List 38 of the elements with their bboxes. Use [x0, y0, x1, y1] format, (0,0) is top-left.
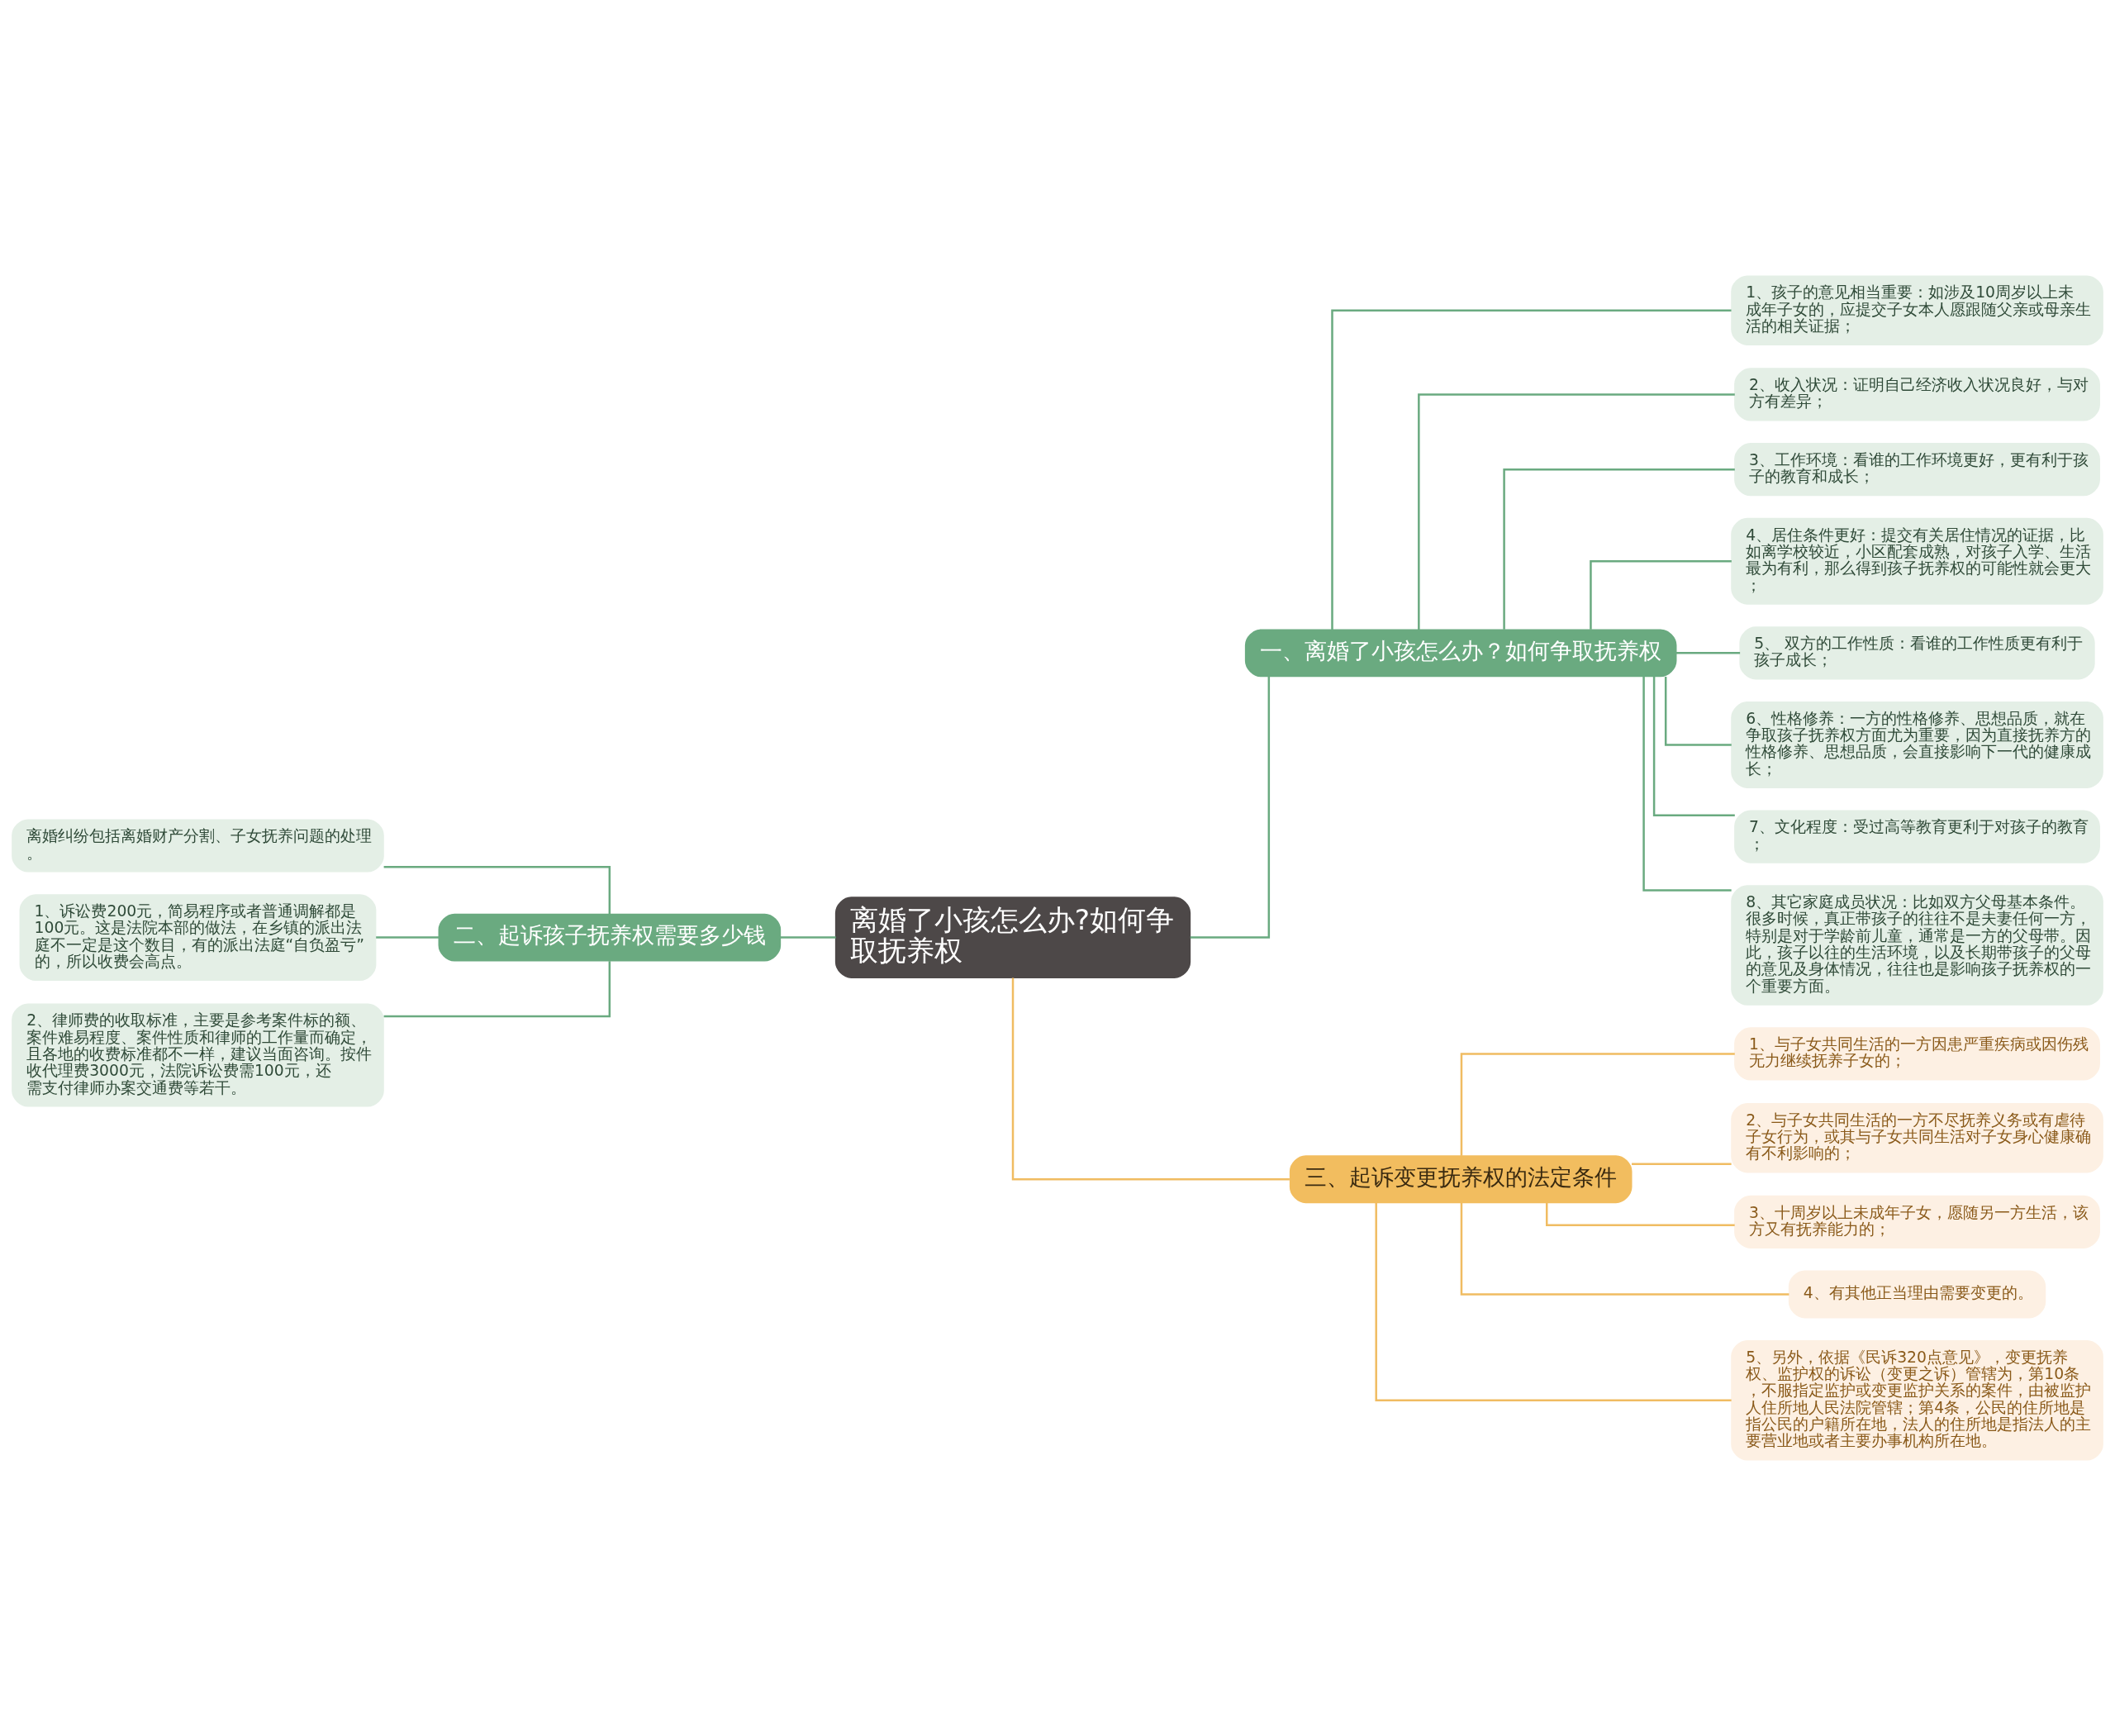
node-box: 8、其它家庭成员状况：比如双方父母基本条件。很多时候，真正带孩子的往往不是夫妻任何一方，特别是对于学龄前儿童，通常是一方的父母带。因此，孩子以往的生活环境，以及长期带孩子的父母的意见及身体情况，往往也是影响孩子抚养权的一个重要方面。: [1731, 885, 2103, 1006]
node-box: 2、与子女共同生活的一方不尽抚养义务或有虐待子女行为，或其与子女共同生活对子女身心健康确有不利影响的；: [1731, 1102, 2103, 1173]
node-box: 1、孩子的意见相当重要：如涉及10周岁以上未成年子女的，应提交子女本人愿跟随父亲或母亲生活的相关证据；: [1731, 275, 2103, 345]
node-box: 一、离婚了小孩怎么办？如何争取抚养权: [1244, 629, 1677, 678]
node-box: 离婚纠纷包括离婚财产分割、子女抚养问题的处理。: [12, 819, 384, 873]
node-box: 4、居住条件更好：提交有关居住情况的证据，比如离学校较近，小区配套成熟，对孩子入学、生活最为有利，那么得到孩子抚养权的可能性就会更大；: [1731, 517, 2103, 605]
node-box: 三、起诉变更抚养权的法定条件: [1289, 1155, 1633, 1204]
node-box: 4、有其他正当理由需要变更的。: [1788, 1270, 2046, 1319]
connector: [383, 866, 611, 915]
connector: [1190, 676, 1271, 939]
node-box: 3、十周岁以上未成年子女，愿随另一方生活，该方又有抚养能力的；: [1734, 1195, 2100, 1248]
connector: [376, 936, 440, 939]
connector: [1642, 676, 1732, 892]
connector: [1664, 676, 1732, 746]
node-box: 二、起诉孩子抚养权需要多少钱: [438, 913, 782, 962]
connector: [1375, 1202, 1732, 1401]
connector: [1632, 1163, 1732, 1166]
node-box: 1、与子女共同生活的一方因患严重疾病或因伤残无力继续抚养子女的；: [1734, 1027, 2100, 1081]
connector: [383, 961, 611, 1018]
connector: [1590, 560, 1732, 630]
node-box: 2、收入状况：证明自己经济收入状况良好，与对方有差异；: [1734, 368, 2100, 421]
node-box: 7、文化程度：受过高等教育更利于对孩子的教育；: [1734, 810, 2100, 863]
connector: [1331, 309, 1732, 630]
connector: [1011, 977, 1290, 1181]
connector: [1460, 1053, 1735, 1156]
node-box: 5、另外，依据《民诉320点意见》，变更抚养权、监护权的诉讼（变更之诉）管辖为，第10条，不服指定监护或变更监护关系的案件，由被监护人住所地人民法院管辖；第4条，公民的住所地是指公民的户籍所在地，法人的住所地是指法人的主要营业地或者主要办事机构所在地。: [1731, 1340, 2103, 1461]
connector: [1460, 1202, 1789, 1296]
node-box: 1、诉讼费200元，简易程序或者普通调解都是100元。这是法院本部的做法，在乡镇的派出法庭不一定是这个数目，有的派出法庭“自负盈亏”的，所以收费会高点。: [19, 894, 377, 981]
node-box: 5、 双方的工作性质：看谁的工作性质更有利于孩子成长；: [1739, 626, 2095, 680]
node-box: 离婚了小孩怎么办?如何争取抚养权: [834, 897, 1191, 978]
connector: [1418, 393, 1735, 630]
node-box: 3、工作环境：看谁的工作环境更好，更有利于孩子的教育和成长；: [1734, 443, 2100, 497]
node-box: 2、律师费的收取标准，主要是参考案件标的额、案件难易程度、案件性质和律师的工作量而确定，且各地的收费标准都不一样，建议当面咨询。按件收代理费3000元，法院诉讼费需100元，还需支付律师办案交通费等若干。: [12, 1003, 384, 1107]
node-box: 6、性格修养：一方的性格修养、思想品质，就在争取孩子抚养权方面尤为重要，因为直接抚养方的性格修养、思想品质，会直接影响下一代的健康成长；: [1731, 702, 2103, 788]
connector: [780, 936, 836, 939]
connector: [1676, 652, 1741, 654]
connector: [1503, 468, 1735, 630]
connector: [1652, 676, 1735, 816]
